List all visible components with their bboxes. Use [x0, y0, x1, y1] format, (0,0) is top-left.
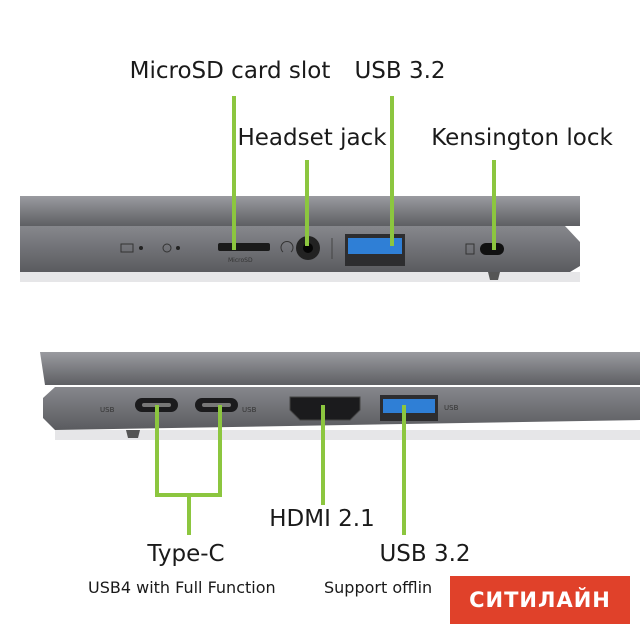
usb4-icon: USB	[100, 406, 115, 414]
laptop-right-side: MicroSD	[20, 196, 580, 282]
watermark-logo: СИТИЛАЙН	[450, 576, 630, 624]
laptop-left-side: USB USB USB	[40, 352, 640, 440]
label-microsd: MicroSD card slot	[129, 58, 331, 84]
label-usb-top: USB 3.2	[354, 58, 446, 84]
microsd-slot	[218, 243, 270, 251]
label-headset: Headset jack	[237, 125, 387, 151]
label-kensington: Kensington lock	[431, 125, 613, 151]
usb-power-icon: USB	[444, 404, 459, 412]
usb4-icon-2: USB	[242, 406, 257, 414]
label-typec-sub: USB4 with Full Function	[88, 578, 276, 597]
label-hdmi: HDMI 2.1	[269, 506, 375, 532]
headset-icon	[280, 241, 294, 253]
svg-text:USB: USB	[100, 406, 115, 414]
kensington-icon	[465, 243, 475, 255]
svg-text:MicroSD: MicroSD	[228, 257, 253, 264]
battery-indicator-icon	[120, 243, 143, 253]
power-indicator-icon	[162, 243, 180, 253]
label-usb-sub: Support offlin	[324, 578, 433, 597]
callout-lines	[155, 96, 496, 535]
label-usb-bottom: USB 3.2	[379, 541, 471, 567]
label-typec: Type-C	[147, 541, 225, 567]
